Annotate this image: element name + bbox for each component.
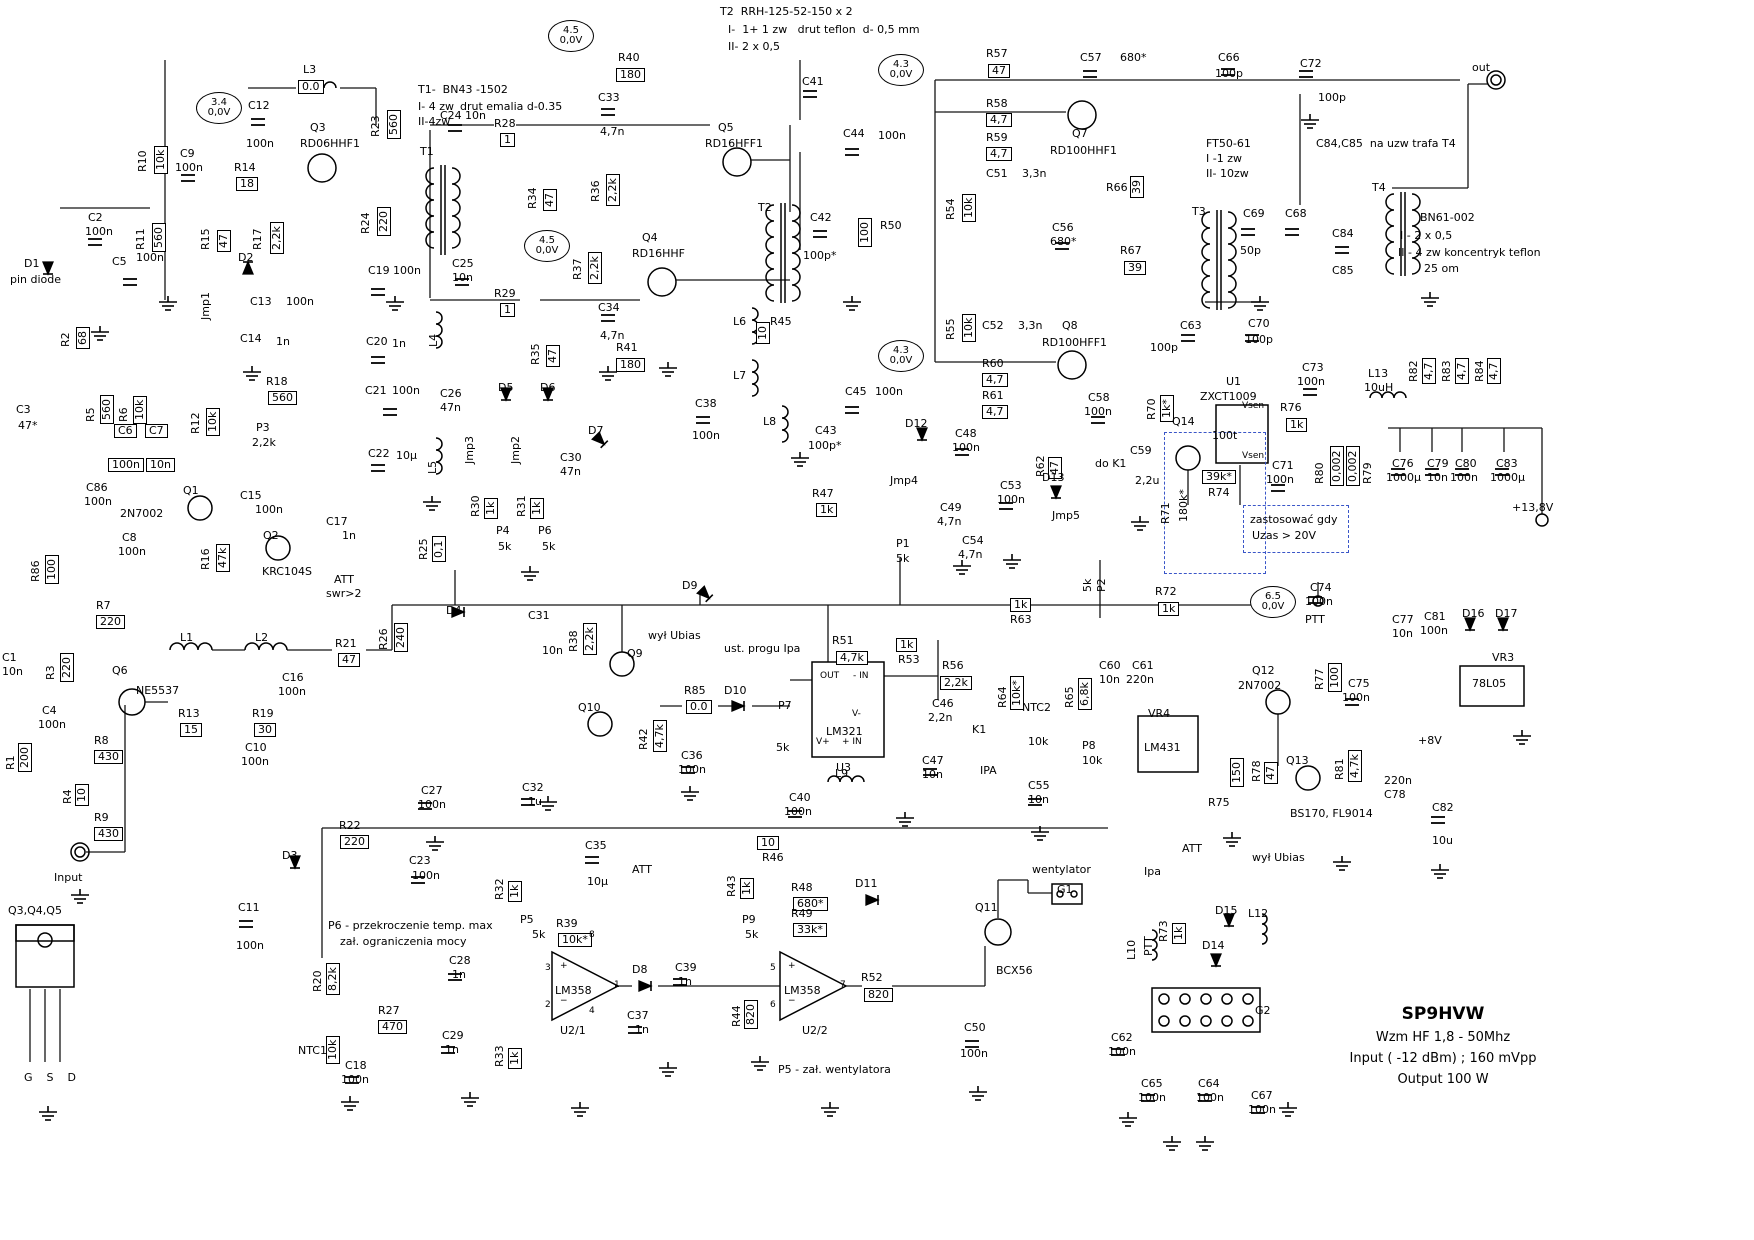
ic-outlines (551, 404, 1525, 1033)
project-input-spec: Input ( -12 dBm) ; 160 mVpp (1349, 1051, 1537, 1066)
terminals (70, 70, 1549, 862)
diode-symbols (42, 261, 1509, 992)
project-name: SP9HVW (1401, 1004, 1485, 1024)
project-output-spec: Output 100 W (1397, 1072, 1489, 1087)
project-description: Wzm HF 1,8 - 50Mhz (1375, 1030, 1511, 1045)
transistor-symbols (118, 100, 1321, 946)
wire-network (29, 60, 1543, 1062)
title-block: SP9HVW Wzm HF 1,8 - 50Mhz Input ( -12 dB… (1318, 1004, 1568, 1093)
to220-package (15, 924, 75, 988)
transformer-coils (425, 165, 1421, 310)
note-box-u1-region (1164, 432, 1266, 574)
note-box-uzas (1243, 505, 1349, 553)
